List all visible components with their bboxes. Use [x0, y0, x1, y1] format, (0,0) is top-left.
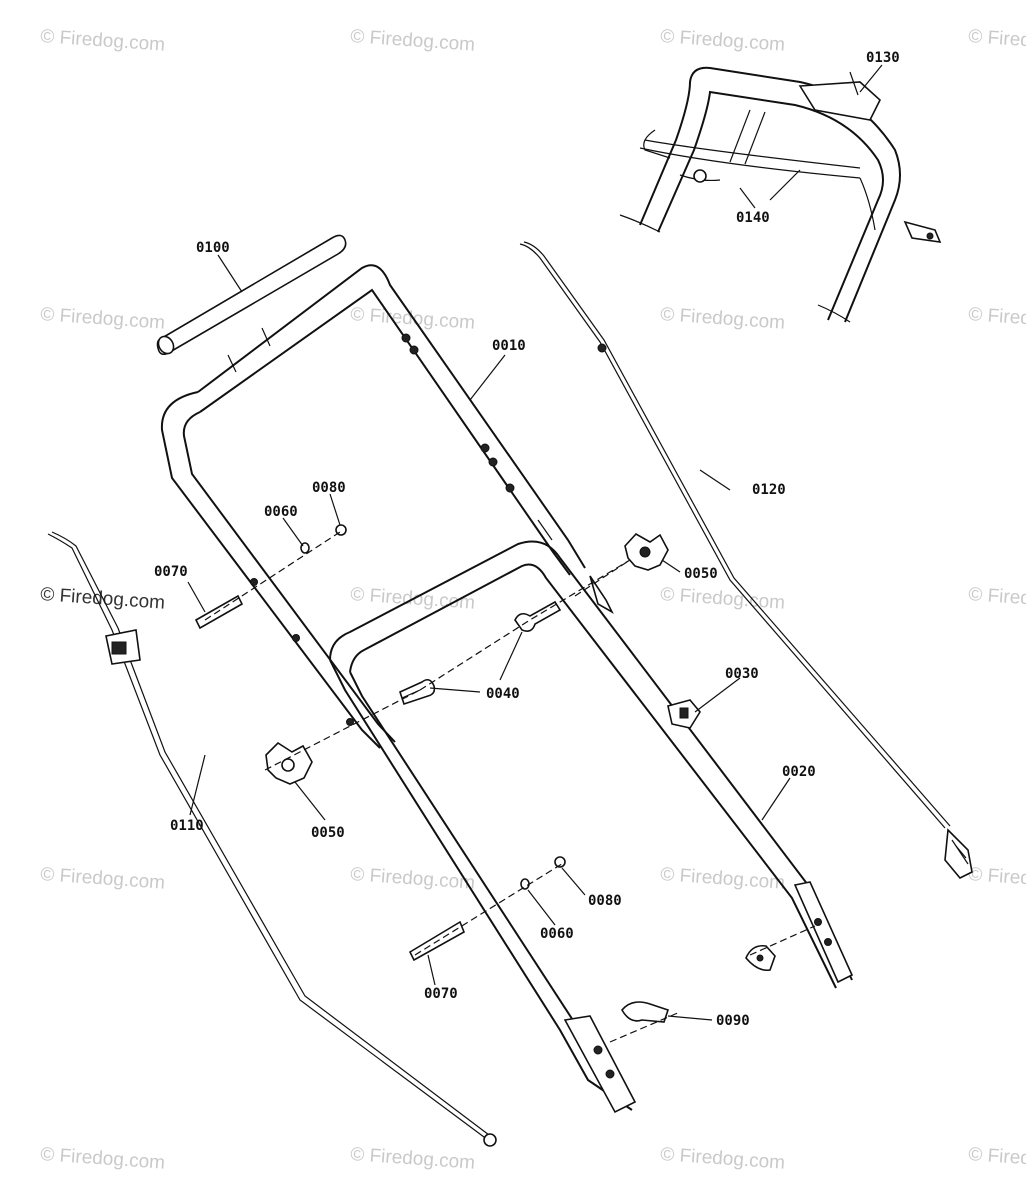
small-parts	[194, 524, 776, 1023]
callout-0060-lower: 0060	[540, 926, 574, 942]
callout-0100: 0100	[196, 240, 230, 256]
watermark: © Firedog.com	[40, 1144, 166, 1174]
callout-0080-upper: 0080	[312, 480, 346, 496]
watermark: © Firedog.com	[968, 26, 1026, 56]
callout-0050-lower: 0050	[311, 825, 345, 841]
callout-0040: 0040	[486, 686, 520, 702]
right-control-cable	[519, 241, 973, 879]
watermark: © Firedog.com	[660, 304, 786, 334]
callout-0070-upper: 0070	[154, 564, 188, 580]
watermark: © Firedog.com	[660, 584, 786, 614]
callout-0050-upper: 0050	[684, 566, 718, 582]
left-control-cable	[47, 531, 497, 1147]
callout-0010: 0010	[492, 338, 526, 354]
callout-0120: 0120	[752, 482, 786, 498]
leader-lines	[187, 64, 883, 1021]
callout-0110: 0110	[170, 818, 204, 834]
watermark: © Firedog.com	[660, 1144, 786, 1174]
watermark: © Firedog.com	[968, 864, 1026, 894]
watermark: © Firedog.com	[350, 26, 476, 56]
callout-0070-lower: 0070	[424, 986, 458, 1002]
inset-assembled-handle	[619, 66, 942, 323]
callout-0140: 0140	[736, 210, 770, 226]
watermark: © Firedog.com	[40, 304, 166, 334]
callout-0080-lower: 0080	[588, 893, 622, 909]
watermark: © Firedog.com	[660, 26, 786, 56]
assembly-lines	[204, 531, 816, 1043]
watermark: © Firedog.com	[660, 864, 786, 894]
watermark: © Firedog.com	[350, 1144, 476, 1174]
callout-0020: 0020	[782, 764, 816, 780]
upper-handle	[160, 264, 586, 749]
watermark: © Firedog.com	[968, 584, 1026, 614]
watermark: © Firedog.com	[40, 864, 166, 894]
callout-labels: 0100 0010 0130 0140 0120 0080 0060 0070 …	[154, 50, 900, 1029]
watermark: © Firedog.com	[40, 26, 166, 56]
lower-handle	[329, 540, 854, 1114]
callout-0090: 0090	[716, 1013, 750, 1029]
callout-0130: 0130	[866, 50, 900, 66]
grip-tube	[156, 234, 347, 356]
watermark: © Firedog.com	[968, 304, 1026, 334]
callout-0060-upper: 0060	[264, 504, 298, 520]
watermark: © Firedog.com	[968, 1144, 1026, 1174]
callout-0030: 0030	[725, 666, 759, 682]
